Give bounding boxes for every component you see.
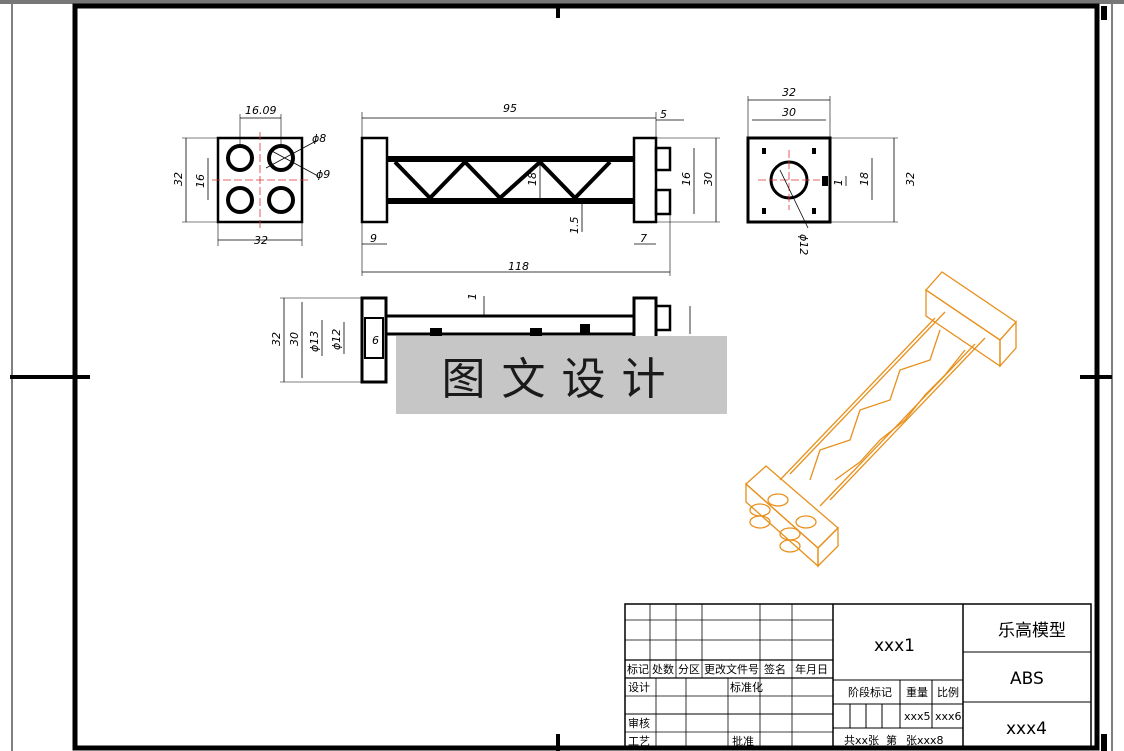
dim-top-stud: 16 — [194, 174, 207, 188]
dim-stud-d9: ϕ9 — [316, 168, 330, 181]
dim-section-d13: ϕ13 — [308, 331, 321, 352]
tb-row-standard: 标准化 — [730, 680, 763, 694]
tb-row-design: 设计 — [628, 681, 650, 694]
dim-top-width: 32 — [254, 234, 268, 247]
dim-side-18: 18 — [858, 172, 871, 186]
front-view: 95 5 30 16 18 1.5 9 7 118 — [360, 102, 720, 276]
dim-section-depth: 6 — [372, 334, 379, 347]
tb-scale: 比例 — [937, 685, 959, 699]
dim-section-d12: ϕ12 — [330, 329, 343, 350]
tb-sheet-label: 张xxx8 — [906, 734, 944, 747]
dim-truss-18: 18 — [526, 172, 539, 186]
tb-header-zone: 分区 — [678, 663, 700, 676]
dim-cap-5: 5 — [660, 108, 667, 121]
dim-stud-d8: ϕ8 — [312, 132, 326, 145]
tb-row-approve: 批准 — [732, 734, 754, 748]
dim-span-95: 95 — [503, 102, 517, 115]
dim-front-stud: 16 — [680, 172, 693, 186]
dim-right-plate: 7 — [640, 232, 647, 245]
dim-section-web: 1 — [466, 293, 479, 300]
watermark-banner: 图文设计 — [396, 336, 727, 414]
dim-web-1-5: 1.5 — [568, 217, 581, 235]
dim-total-118: 118 — [508, 260, 529, 273]
dim-stud-spacing: 16.09 — [245, 104, 277, 117]
dim-section-height: 32 — [270, 332, 283, 346]
tb-stage-mark: 阶段标记 — [848, 685, 892, 699]
tb-drawing-name: 乐高模型 — [998, 621, 1066, 641]
title-block — [624, 603, 1092, 749]
isometric-view — [745, 271, 1017, 568]
section-view: 1 32 30 ϕ13 ϕ12 6 — [270, 293, 691, 384]
tb-weight-value: xxx5 — [904, 710, 931, 723]
tb-header-sign: 签名 — [764, 662, 786, 676]
dim-front-height: 30 — [702, 172, 715, 186]
tb-weight: 重量 — [906, 685, 928, 699]
tb-row-review: 审核 — [628, 716, 650, 730]
tb-scale-value: xxx6 — [935, 710, 962, 723]
tb-header-count: 处数 — [652, 663, 674, 676]
dim-section-inner: 30 — [288, 332, 301, 346]
dim-side-bore: ϕ12 — [797, 234, 810, 255]
tb-header-date: 年月日 — [795, 662, 828, 676]
dim-side-outer: 32 — [782, 86, 796, 99]
tb-code: xxx4 — [1006, 719, 1047, 739]
tb-material: ABS — [1010, 669, 1044, 689]
tb-header-change-doc: 更改文件号 — [704, 662, 759, 676]
tb-sheet-no: 第 — [886, 733, 897, 747]
dim-top-height: 32 — [172, 172, 185, 186]
tb-row-process: 工艺 — [628, 735, 650, 748]
tb-sheets-total: 共xx张 — [844, 734, 879, 747]
dim-side-total: 32 — [904, 172, 917, 186]
title-block-text: 标记 处数 分区 更改文件号 签名 年月日 设计 标准化 审核 工艺 批准 xx… — [627, 621, 1066, 748]
tb-header-mark: 标记 — [627, 662, 649, 676]
top-view: 16.09 32 16 32 ϕ8 ϕ9 — [172, 104, 330, 247]
dim-side-rib: 1 — [832, 179, 845, 186]
dim-left-plate: 9 — [370, 232, 377, 245]
side-view: 32 30 32 18 1 ϕ12 — [746, 86, 917, 255]
tb-drawing-number: xxx1 — [874, 636, 915, 656]
dim-side-inner: 30 — [782, 106, 796, 119]
